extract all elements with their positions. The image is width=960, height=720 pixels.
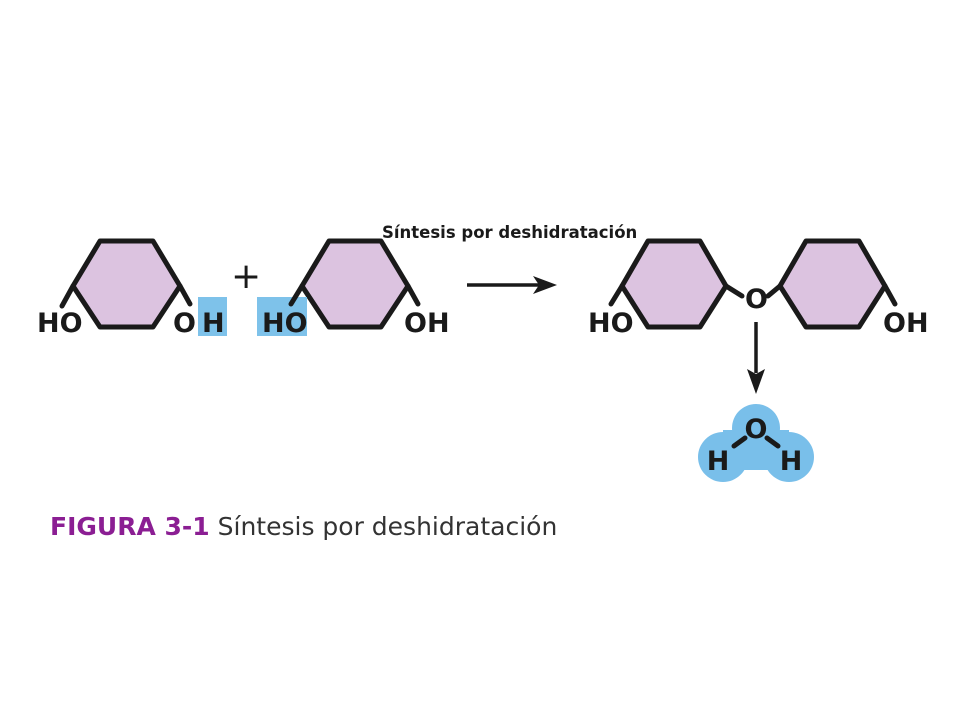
- reactant-1-left-bond: [59, 283, 76, 309]
- hydrogen-highlight: [198, 297, 227, 336]
- reactant-2-ring: [299, 238, 411, 330]
- water-bond-left: [731, 435, 748, 449]
- reactant-1-ho-label: HO: [37, 308, 83, 339]
- product-disaccharide: HO O OH: [588, 238, 929, 339]
- bridge-oxygen-label: O: [745, 284, 768, 315]
- product-ring-right: [777, 238, 888, 330]
- product-ring-left: [619, 238, 729, 330]
- water-bond-right: [764, 435, 781, 449]
- water-release-arrow: [747, 322, 765, 394]
- product-left-bond: [608, 283, 625, 307]
- glycosidic-bond-left: [723, 283, 745, 299]
- reaction-label: Síntesis por deshidratación: [382, 223, 637, 242]
- reactant-2-left-bond: [288, 283, 305, 307]
- reactant-2-monosaccharide: HO OH: [257, 238, 450, 339]
- figure-caption: FIGURA 3-1 Síntesis por deshidratación: [50, 512, 557, 541]
- reactant-1-ring: [70, 238, 183, 330]
- reactant-2-right-bond: [405, 283, 421, 307]
- hydroxyl-highlight: [257, 297, 307, 336]
- water-h-left-label: H: [707, 446, 730, 477]
- product-right-bond: [882, 283, 898, 307]
- reactant-1-right-bond: [177, 283, 193, 307]
- reaction-arrow: [467, 276, 557, 294]
- figure-caption-text: Síntesis por deshidratación: [217, 512, 558, 541]
- product-ho-label: HO: [588, 308, 634, 339]
- water-molecule: O H H: [698, 404, 814, 482]
- glycosidic-bond-right: [765, 283, 783, 299]
- reactant-2-oh-label: OH: [404, 308, 450, 339]
- figure-number: FIGURA 3-1: [50, 512, 210, 541]
- water-h-right-label: H: [780, 446, 803, 477]
- plus-sign: +: [231, 256, 261, 297]
- reactant-1-monosaccharide: HO O H: [37, 238, 227, 339]
- water-o-label: O: [745, 414, 768, 445]
- reactant-1-h-label: H: [202, 308, 225, 339]
- reactant-1-o-label: O: [173, 308, 196, 339]
- product-oh-label: OH: [883, 308, 929, 339]
- reactant-2-ho-label: HO: [262, 308, 308, 339]
- water-body: [723, 430, 789, 470]
